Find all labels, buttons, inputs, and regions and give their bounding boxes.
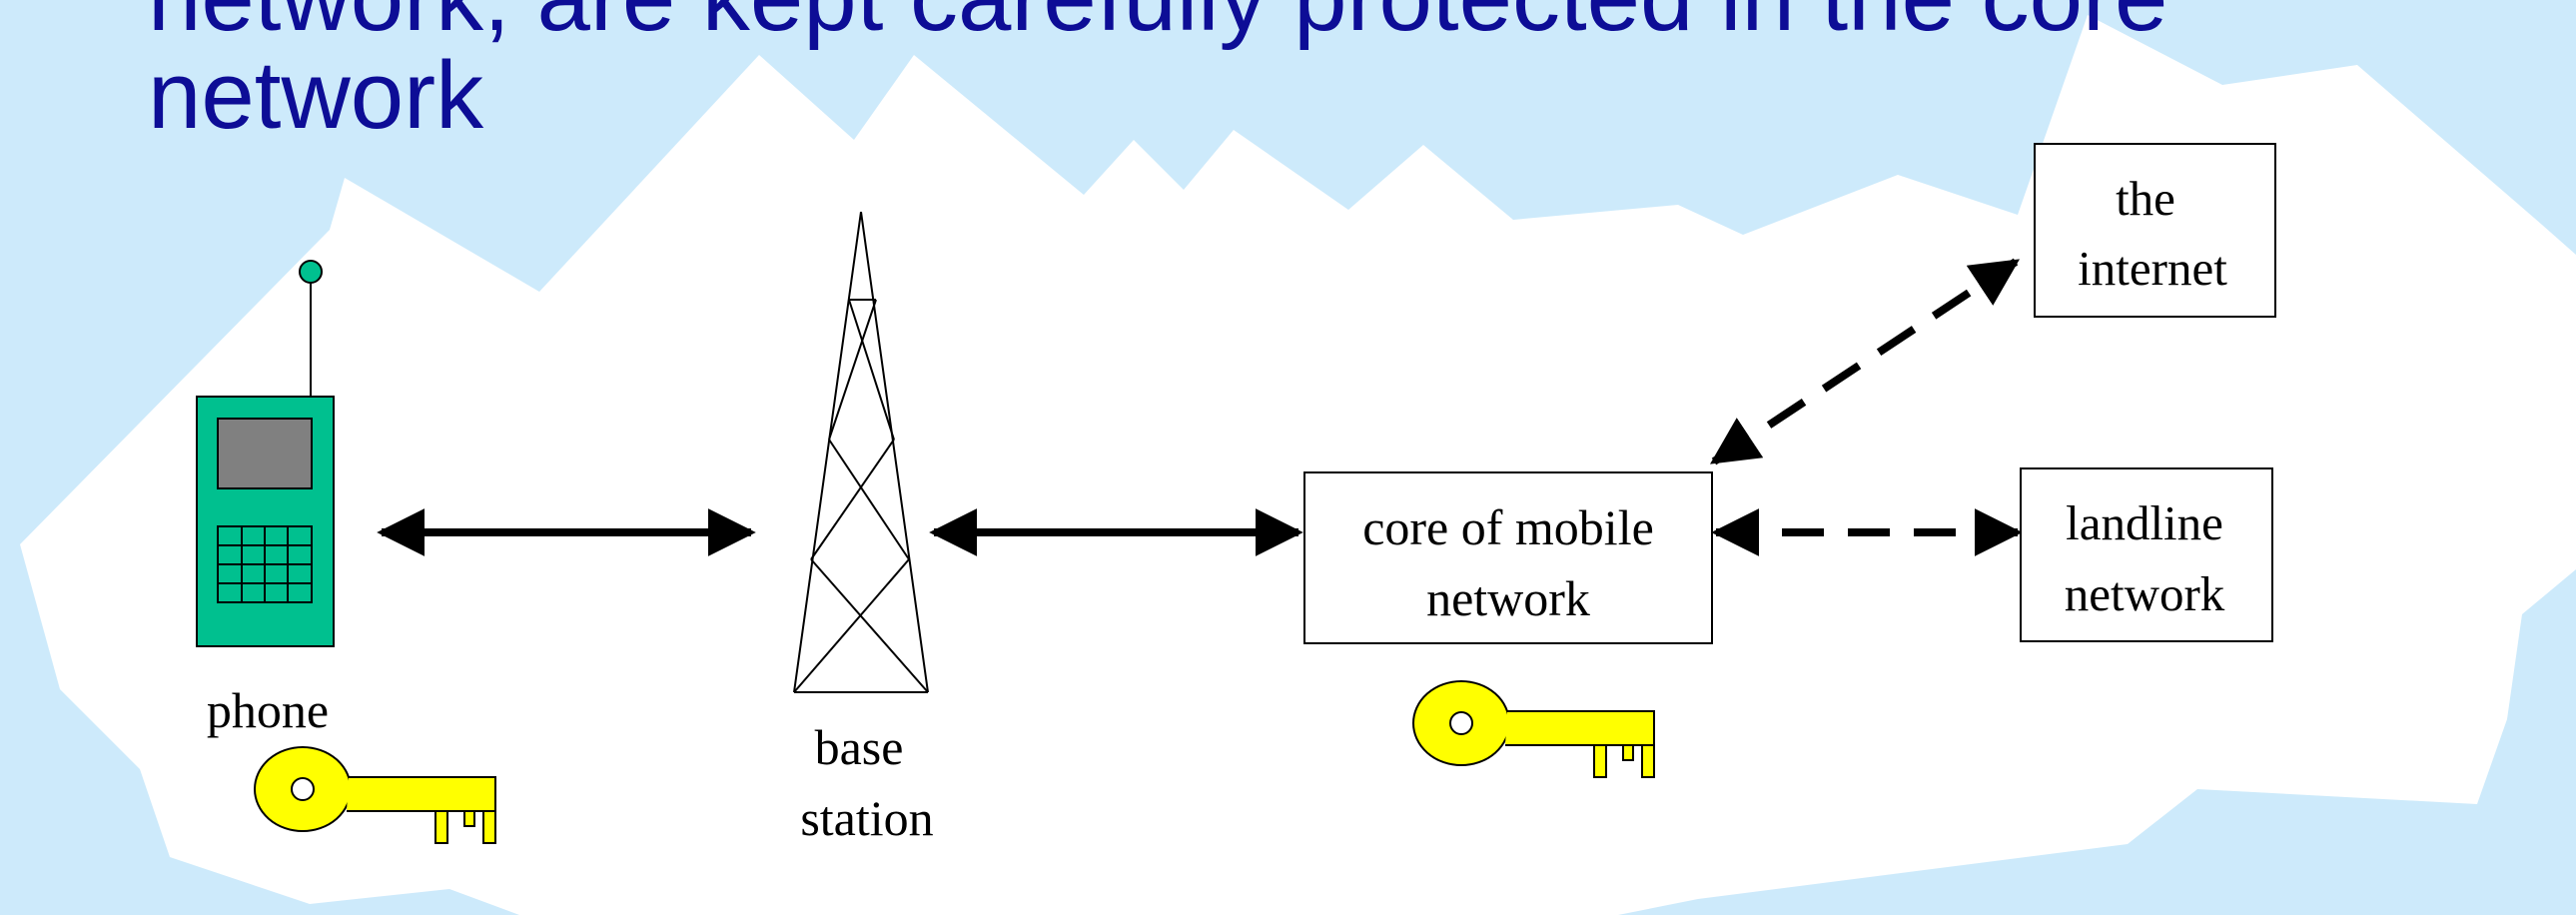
base-station-tower-icon [793,211,929,693]
internet-label-line-2: internet [2078,241,2227,296]
landline-box [2020,467,2273,642]
core-network-box [1303,471,1713,644]
core-network-label-line-2: network [1426,570,1590,626]
internet-label-line-1: the [2116,171,2175,226]
link-core-internet [1709,258,2021,465]
phone-label: phone [207,682,329,738]
slide-heading-line-1: network, are kept carefully protected in… [148,0,2167,46]
base-station-label-line-2: station [800,790,933,846]
phone-icon [196,260,335,647]
internet-box [2034,143,2276,318]
landline-label-line-2: network [2065,566,2225,621]
landline-label-line-1: landline [2066,495,2223,550]
base-station-label-line-1: base [815,719,904,775]
cloud-shape [20,15,2576,915]
slide-heading-line-2: network [148,42,484,149]
core-network-label-line-1: core of mobile [1362,499,1654,555]
